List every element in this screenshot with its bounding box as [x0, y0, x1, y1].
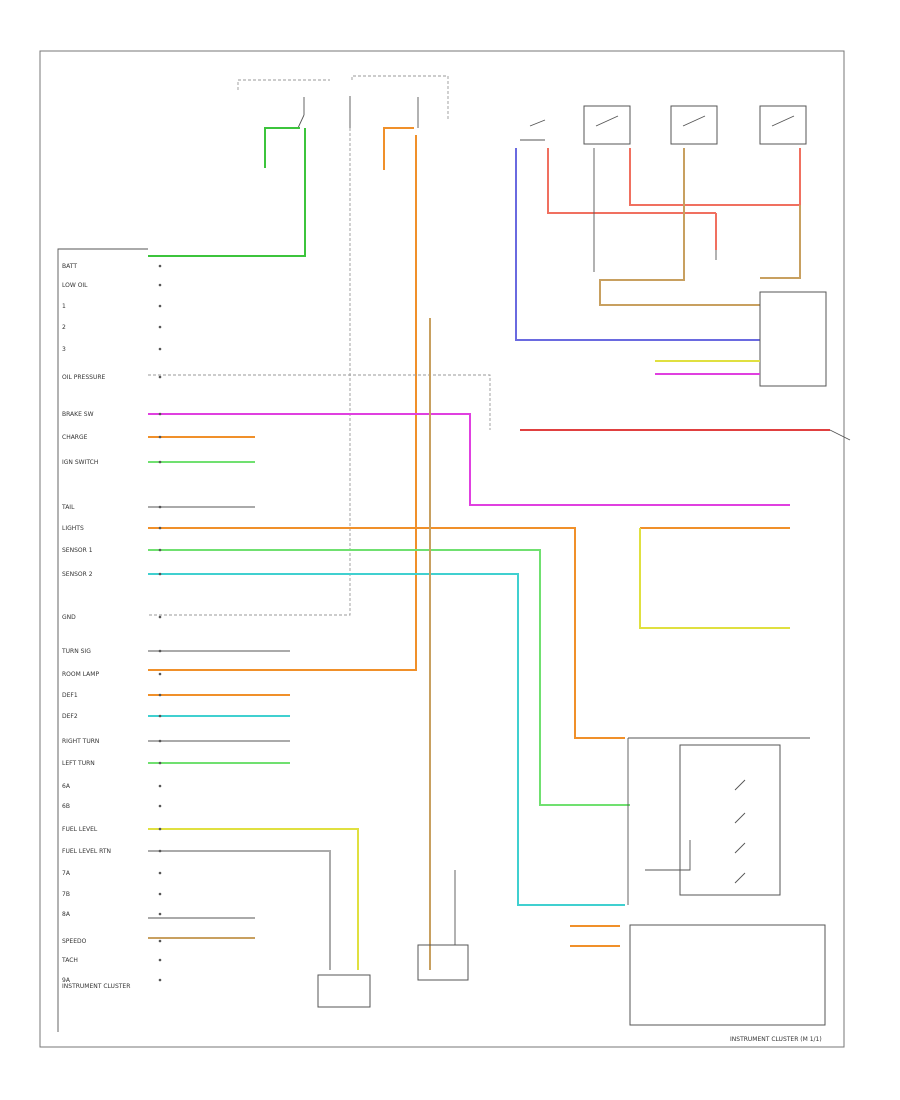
- cluster-pin-label: 7A: [62, 870, 71, 877]
- cluster-pin-label: 3: [62, 346, 66, 353]
- cluster-pin-dot: [158, 548, 162, 552]
- cluster-pin-label: FUEL LEVEL RTN: [62, 848, 111, 855]
- cluster-pin-label: ROOM LAMP: [62, 671, 99, 678]
- wire-top-salmon: [547, 148, 801, 250]
- cluster-pin-dot: [158, 505, 162, 509]
- cluster-pin-dot: [158, 804, 162, 808]
- cluster-pin-dot: [158, 784, 162, 788]
- cluster-pin-label: 2: [62, 324, 66, 331]
- cluster-pin-label: 9A: [62, 977, 71, 984]
- cluster-pin-label: BATT: [62, 263, 77, 270]
- cluster-pin-dot: [158, 761, 162, 765]
- wire-top-blue: [515, 148, 760, 341]
- switch-group-top-right: [520, 105, 807, 145]
- wire-fuel-yellow: [148, 828, 359, 970]
- wire-sensor1-lime: [148, 549, 630, 806]
- cluster-pin-dot: [158, 827, 162, 831]
- wire-lights-orange: [148, 527, 625, 739]
- cluster-pin-dot: [158, 978, 162, 982]
- fuse-3: [148, 97, 419, 671]
- cluster-pin-label: BRAKE SW: [62, 411, 94, 418]
- wire-brake-magenta: [148, 413, 790, 506]
- cluster-pin-label: SPEEDO: [62, 938, 87, 945]
- fuel-tank-unit: [317, 974, 371, 1008]
- cluster-pin-label: 6A: [62, 783, 71, 790]
- center-module: [417, 944, 469, 981]
- wire-fuse3-orange2: [148, 135, 417, 671]
- cluster-pin-dot: [158, 283, 162, 287]
- diagram-frame: [39, 50, 845, 1048]
- cluster-pin-dot: [158, 375, 162, 379]
- cluster-pin-dot: [158, 264, 162, 268]
- cluster-pin-label: LEFT TURN: [62, 760, 95, 767]
- cluster-pin-label: IGN SWITCH: [62, 459, 98, 466]
- cluster-pin-dot: [158, 526, 162, 530]
- cluster-pin-label: 1: [62, 303, 66, 310]
- cluster-pin-label: LIGHTS: [62, 525, 84, 532]
- wire-fuelrtn-gray: [148, 850, 331, 970]
- cluster-pin-label: DEF2: [62, 713, 78, 720]
- wire-top-tan: [599, 148, 801, 306]
- bottom-right-box: [629, 924, 826, 1026]
- cluster-pin-label: TACH: [61, 957, 78, 964]
- wire-fuse3-orange: [383, 127, 414, 170]
- cluster-pin-label: TAIL: [61, 504, 75, 511]
- fuse-block-top: [237, 75, 449, 120]
- wire-right-yellow-loop: [639, 528, 790, 629]
- cluster-pin-label: CHARGE: [62, 434, 88, 441]
- cluster-pin-dot: [158, 693, 162, 697]
- cluster-pin-dot: [158, 912, 162, 916]
- wire-fuse1-green: [264, 127, 300, 168]
- cluster-pin-label: GND: [62, 614, 76, 621]
- cluster-pin-label: LOW OIL: [62, 282, 88, 289]
- fuse-1: [148, 97, 306, 257]
- cluster-pin-dot: [158, 871, 162, 875]
- cluster-pin-label: OIL PRESSURE: [62, 374, 105, 381]
- cluster-pin-label: 6B: [62, 803, 70, 810]
- cluster-pin-label: SENSOR 2: [62, 571, 93, 578]
- footer-left-label: INSTRUMENT CLUSTER: [62, 983, 130, 990]
- cluster-connector-outline: [57, 248, 148, 1032]
- cluster-pin-label: SENSOR 1: [62, 547, 93, 554]
- footer-right-label: INSTRUMENT CLUSTER (M 1/1): [730, 1036, 822, 1043]
- cluster-pin-label: RIGHT TURN: [62, 738, 99, 745]
- fuse-2: [148, 96, 351, 616]
- cluster-pin-label: 7B: [62, 891, 70, 898]
- cluster-pin-label: FUEL LEVEL: [62, 826, 98, 833]
- cluster-pin-dot: [158, 714, 162, 718]
- mode-switch-box: [679, 744, 781, 896]
- cluster-pin-dot: [158, 460, 162, 464]
- cluster-pin-dot: [158, 325, 162, 329]
- cluster-pin-dot: [158, 849, 162, 853]
- cluster-pin-dot: [158, 958, 162, 962]
- cluster-pin-dot: [158, 572, 162, 576]
- cluster-pin-dot: [158, 435, 162, 439]
- cluster-pin-label: TURN SIG: [61, 648, 91, 655]
- cluster-pin-dot: [158, 347, 162, 351]
- cluster-pin-dot: [158, 412, 162, 416]
- cluster-pin-label: DEF1: [62, 692, 78, 699]
- wire-sensor2-cyan: [148, 573, 625, 906]
- cluster-pin-dot: [158, 304, 162, 308]
- wire-fuse1-green2: [148, 128, 306, 257]
- cluster-pin-dot: [158, 649, 162, 653]
- cluster-pin-dot: [158, 739, 162, 743]
- cluster-pin-dot: [158, 615, 162, 619]
- cluster-pin-label: 8A: [62, 911, 71, 918]
- cluster-pin-dot: [158, 939, 162, 943]
- right-connector-box: [759, 291, 827, 387]
- cluster-pin-dot: [158, 892, 162, 896]
- cluster-pin-dot: [158, 672, 162, 676]
